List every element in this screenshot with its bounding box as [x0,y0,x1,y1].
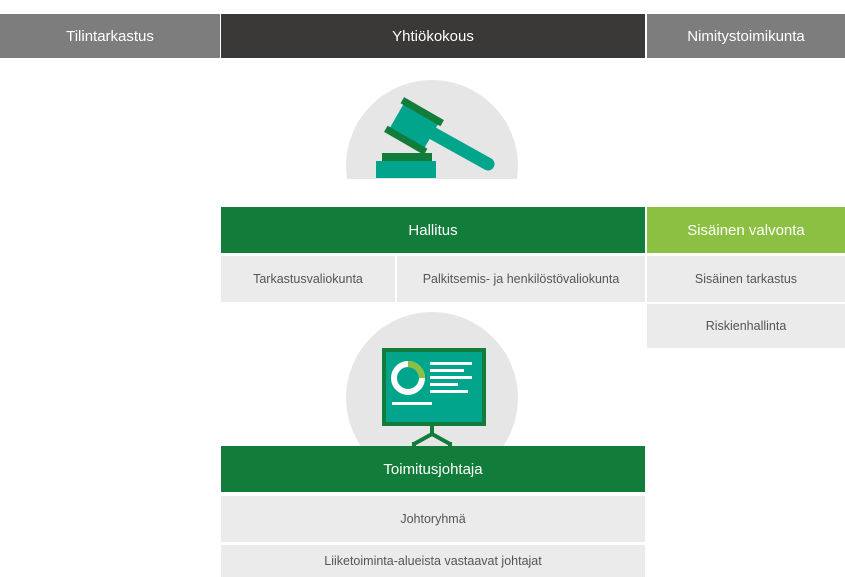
business-heads-label: Liiketoiminta-alueista vastaavat johtaja… [324,554,542,568]
internal-control-box: Sisäinen valvonta [647,207,845,253]
risk-management-label: Riskienhallinta [705,319,787,333]
board-label: Hallitus [408,221,458,239]
internal-control-label: Sisäinen valvonta [687,221,805,239]
board-box: Hallitus [221,207,645,253]
ceo-label: Toimitusjohtaja [383,460,483,478]
risk-management-box: Riskienhallinta [647,304,845,348]
nomination-committee-box: Nimitystoimikunta [647,14,845,58]
management-team-box: Johtoryhmä [221,496,645,542]
business-heads-box: Liiketoiminta-alueista vastaavat johtaja… [221,545,645,577]
general-meeting-box: Yhtiökokous [221,14,645,58]
auditor-box: Tilintarkastus [0,14,220,58]
presentation-board-icon [382,348,486,450]
general-meeting-label: Yhtiökokous [392,27,474,45]
internal-audit-box: Sisäinen tarkastus [647,256,845,302]
auditor-label: Tilintarkastus [66,27,154,45]
remuneration-committee-box: Palkitsemis- ja henkilöstövaliokunta [397,256,645,302]
nomination-committee-label: Nimitystoimikunta [687,27,805,45]
ceo-box: Toimitusjohtaja [221,446,645,492]
audit-committee-box: Tarkastusvaliokunta [221,256,395,302]
audit-committee-label: Tarkastusvaliokunta [253,272,363,286]
gavel-icon [376,97,495,178]
remuneration-committee-label: Palkitsemis- ja henkilöstövaliokunta [422,272,620,286]
management-team-label: Johtoryhmä [400,512,466,526]
internal-audit-label: Sisäinen tarkastus [694,272,798,286]
